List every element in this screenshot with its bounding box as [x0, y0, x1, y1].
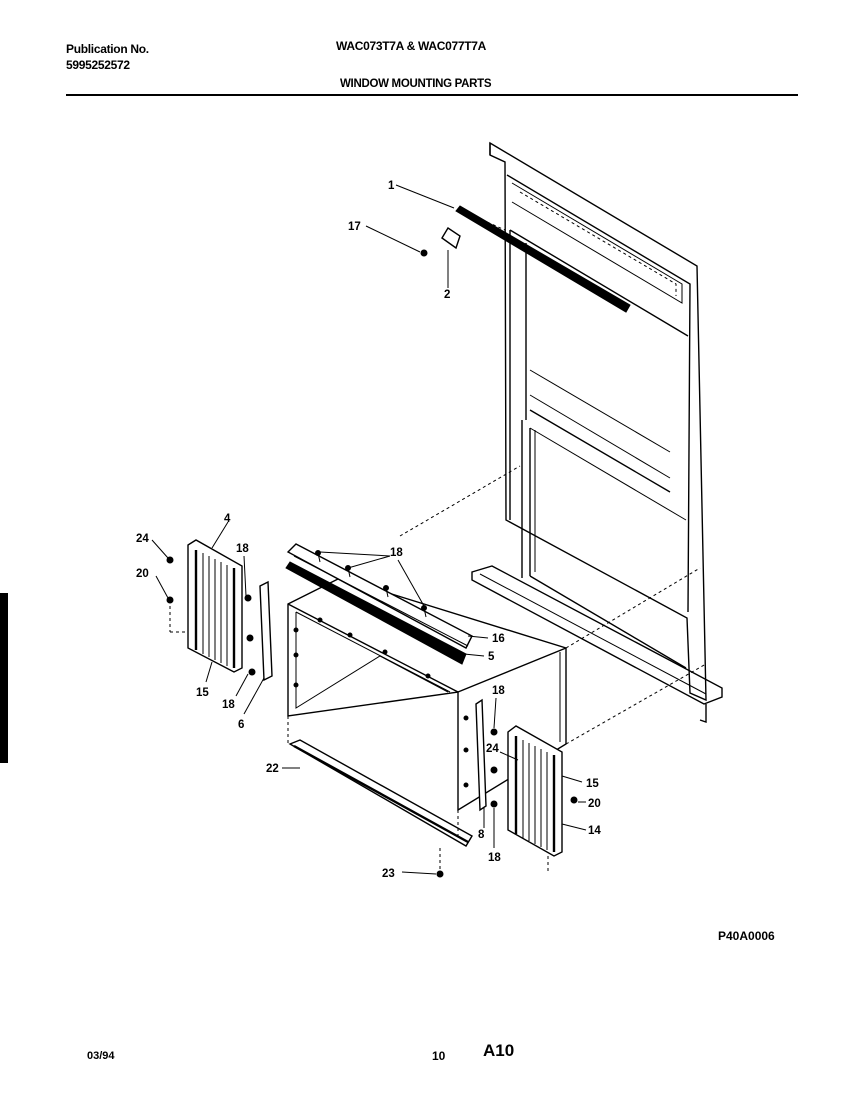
right-curtain-part-14: [507, 725, 578, 857]
scan-edge-mark: [0, 593, 8, 763]
callout-23: 23: [382, 868, 395, 880]
callout-15: 15: [586, 778, 599, 790]
callout-1: 1: [388, 180, 395, 192]
callout-24: 24: [486, 743, 499, 755]
left-bracket-part-6: [244, 580, 273, 682]
callout-labels: 1 17 2 24 20 4 18 15 18 6 18 16 5 18 24 …: [136, 180, 601, 880]
callout-15: 15: [196, 687, 209, 699]
callout-24: 24: [136, 533, 149, 545]
callout-8: 8: [478, 829, 485, 841]
callout-5: 5: [488, 651, 495, 663]
callout-leader-lines: [151, 184, 587, 875]
page-number: 10: [432, 1049, 446, 1063]
section-title: WINDOW MOUNTING PARTS: [340, 78, 492, 90]
publication-label: Publication No.: [66, 42, 149, 56]
callout-18: 18: [390, 547, 403, 559]
revision-date: 03/94: [87, 1050, 115, 1062]
model-numbers: WAC073T7A & WAC077T7A: [336, 39, 486, 53]
assembly-guide-lines: [169, 209, 707, 872]
callout-4: 4: [224, 513, 231, 525]
publication-number: 5995252572: [66, 58, 130, 72]
section-code: A10: [483, 1041, 515, 1060]
left-curtain-part-4: [166, 539, 243, 673]
callout-18: 18: [492, 685, 505, 697]
header-rule: [66, 94, 798, 96]
callout-18: 18: [236, 543, 249, 555]
top-channel-part-1: [455, 205, 631, 313]
callout-20: 20: [588, 798, 601, 810]
callout-20: 20: [136, 568, 149, 580]
callout-22: 22: [266, 763, 279, 775]
callout-17: 17: [348, 221, 361, 233]
drawing-code: P40A0006: [718, 929, 775, 943]
callout-16: 16: [492, 633, 505, 645]
callout-18: 18: [488, 852, 501, 864]
right-bracket-part-8: [475, 698, 498, 812]
callout-18: 18: [222, 699, 235, 711]
bottom-rail-part-22: [288, 739, 473, 878]
callout-2: 2: [444, 289, 450, 301]
bracket-part-2: [420, 227, 461, 257]
callout-14: 14: [588, 825, 601, 837]
callout-6: 6: [238, 719, 244, 731]
